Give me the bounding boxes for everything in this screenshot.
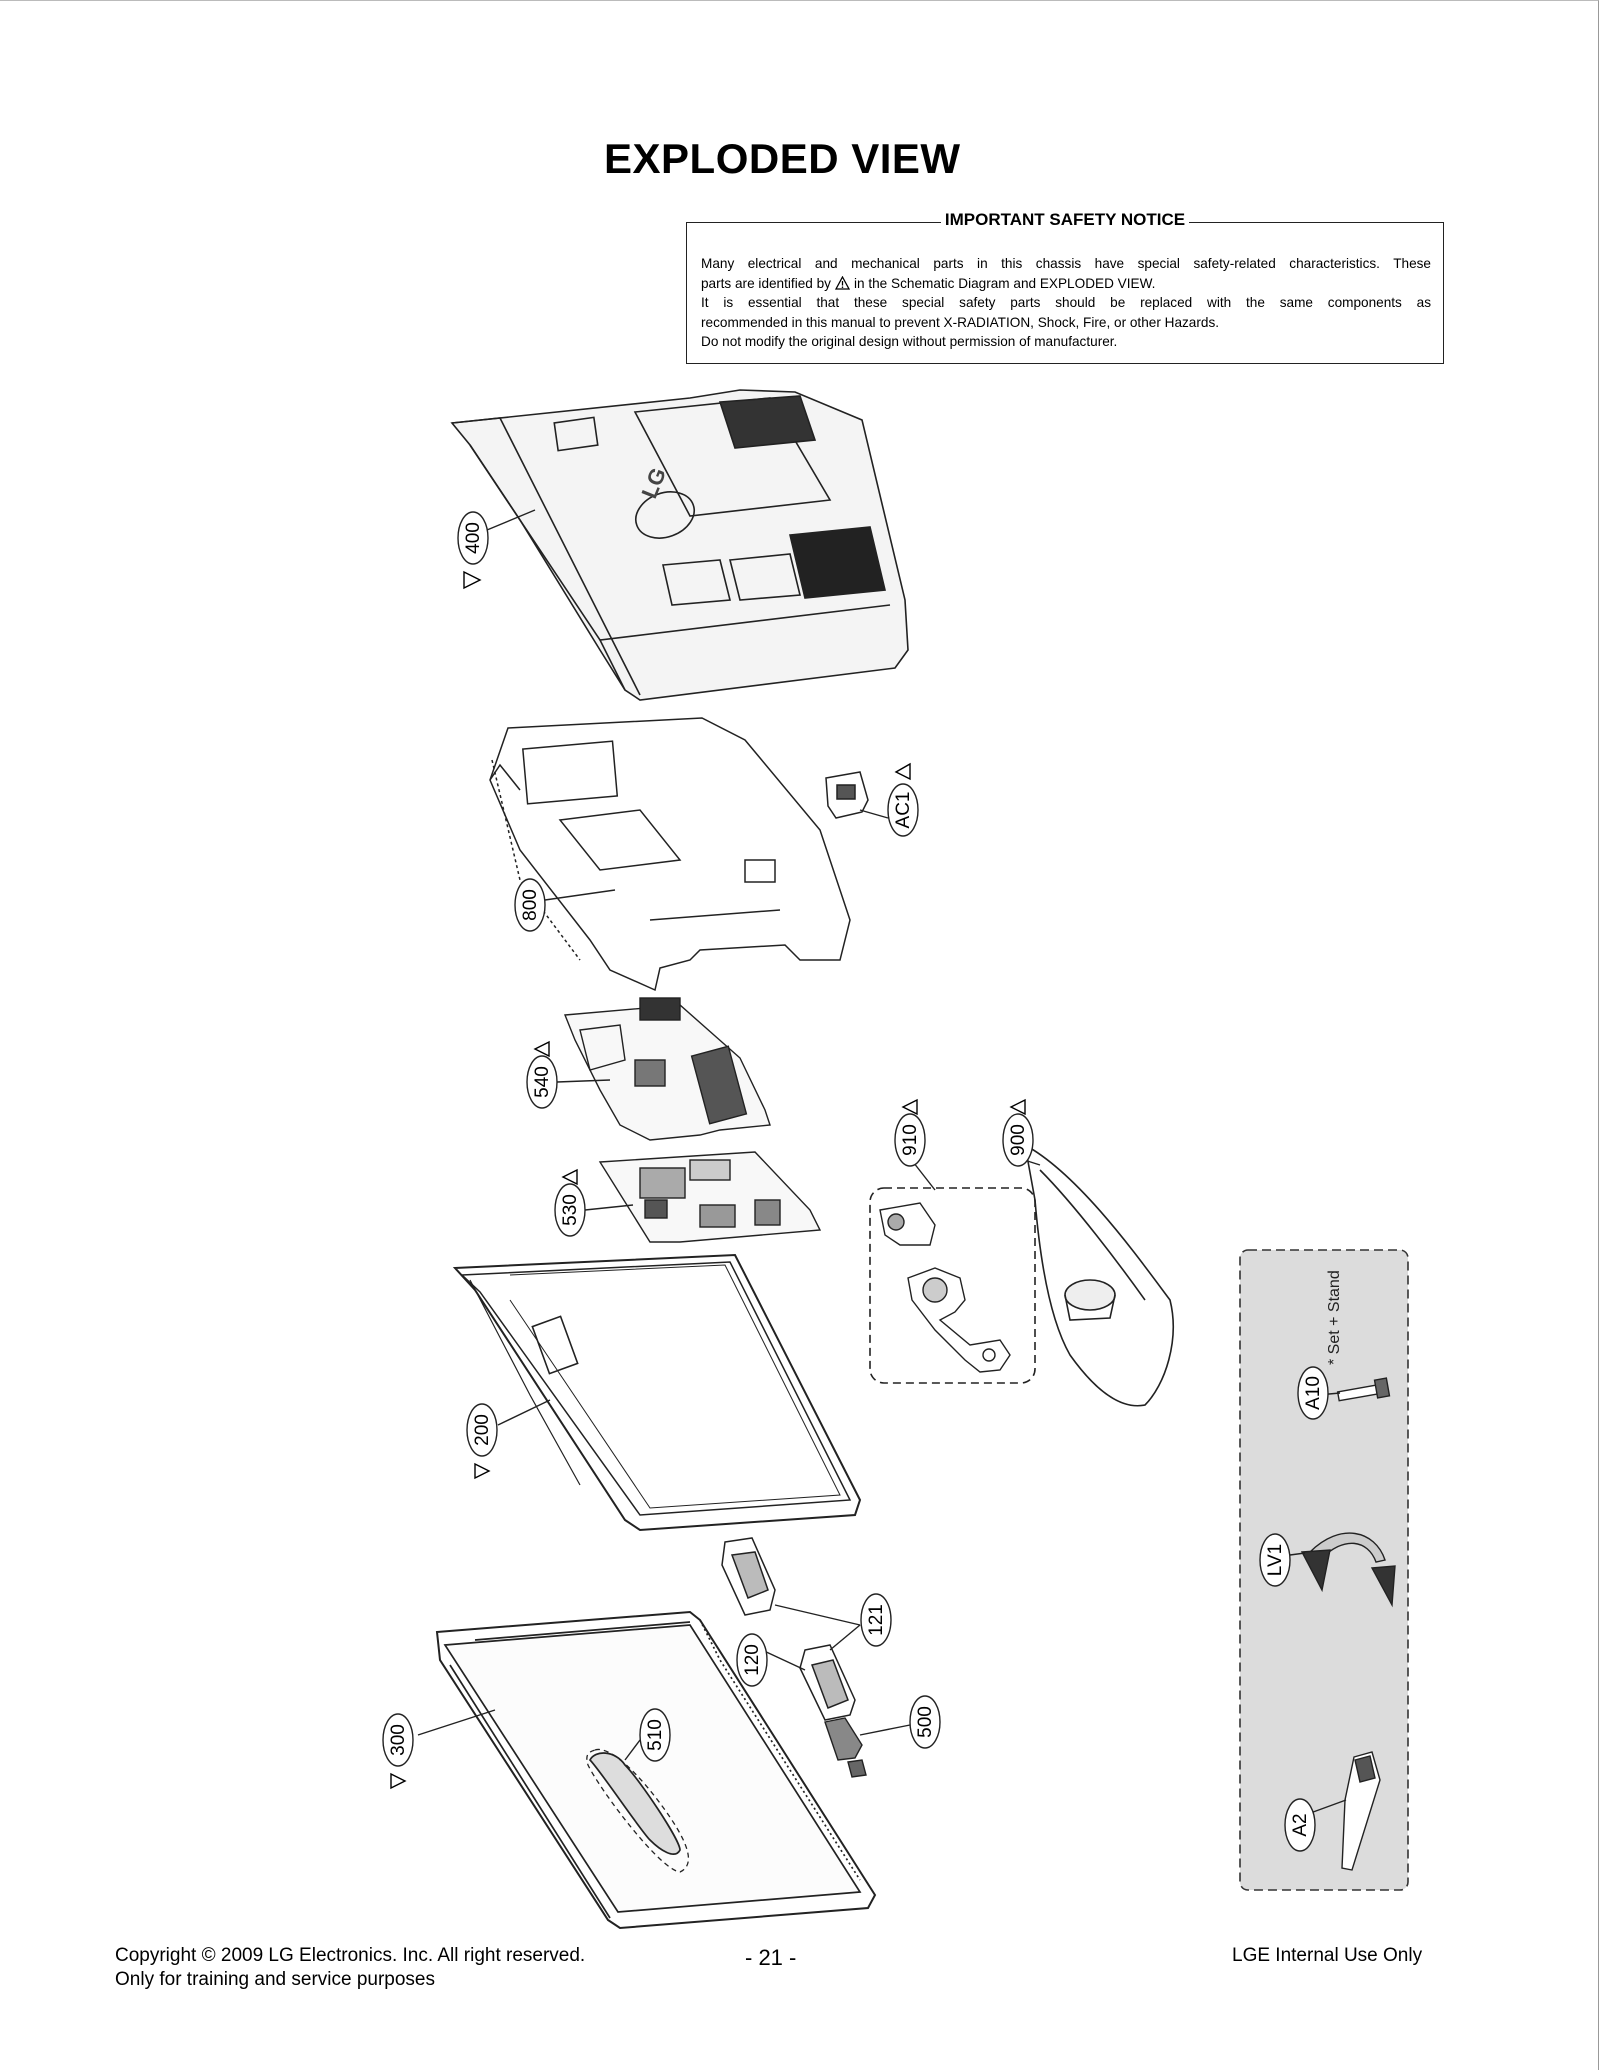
panel-frame-part [452,1253,862,1532]
callout-120: 120 [742,1644,763,1676]
callout-800: 800 [520,889,541,921]
copyright-line-1: Copyright © 2009 LG Electronics. Inc. Al… [115,1945,586,1966]
callout-lv1: LV1 [1265,1544,1286,1576]
front-cabinet-part [435,1610,877,1930]
ac-inlet-part [825,771,869,819]
callout-530: 530 [560,1194,581,1226]
copyright-line-2: Only for training and service purposes [115,1969,435,1990]
notice-line-4: recommended in this manual to prevent X-… [701,314,1220,330]
warning-triangle-icon [390,1772,407,1790]
key-board-part [824,1717,867,1778]
callout-510: 510 [645,1719,666,1751]
safety-marks [390,570,1026,1790]
notice-line-1: Many electrical and mechanical parts in … [701,256,1431,271]
callout-ac1: AC1 [893,792,914,829]
speaker-left-part [721,1537,776,1616]
stand-base-part [1023,1143,1174,1407]
warning-triangle-icon [1009,1098,1026,1116]
set-stand-note: * Set + Stand [1326,1270,1343,1365]
notice-line-3: It is essential that these special safet… [701,295,1431,310]
warning-triangle-icon [474,1462,491,1480]
safety-notice-body: Many electrical and mechanical parts in … [701,254,1431,352]
callout-400: 400 [463,522,484,554]
callout-900: 900 [1008,1124,1029,1156]
safety-notice-box: IMPORTANT SAFETY NOTICE Many electrical … [686,210,1444,364]
page-title: EXPLODED VIEW [604,135,961,182]
callout-500: 500 [915,1706,936,1738]
back-cover-part [450,389,909,701]
warning-triangle-icon [894,762,911,781]
warning-triangle-icon [901,1098,918,1116]
warning-triangle-icon [561,1168,578,1186]
callout-200: 200 [472,1414,493,1446]
notice-line-5: Do not modify the original design withou… [701,334,1118,349]
callout-300: 300 [388,1724,409,1756]
callout-a2: A2 [1290,1813,1311,1836]
main-board-part [563,997,771,1141]
callout-121: 121 [866,1604,887,1636]
screw-part [1336,1377,1391,1402]
safety-notice-heading: IMPORTANT SAFETY NOTICE [687,210,1443,230]
warning-triangle-icon [834,275,850,290]
callout-a10: A10 [1303,1376,1324,1410]
speaker-right-part [799,1644,856,1721]
page-number: - 21 - [745,1945,797,1970]
warning-triangle-icon [533,1040,550,1058]
accessory-box: * Set + Stand [1239,1249,1409,1891]
lever-part [1300,1532,1396,1608]
callout-540: 540 [532,1066,553,1098]
callout-910: 910 [900,1124,921,1156]
power-board-part [598,1151,822,1243]
footer-internal: LGE Internal Use Only [1232,1945,1423,1966]
footer-copyright: Copyright © 2009 LG Electronics. Inc. Al… [115,1944,585,1992]
chassis-shield-part [489,717,851,992]
warning-triangle-icon [463,570,482,590]
hinge-assembly-part [869,1187,1036,1384]
